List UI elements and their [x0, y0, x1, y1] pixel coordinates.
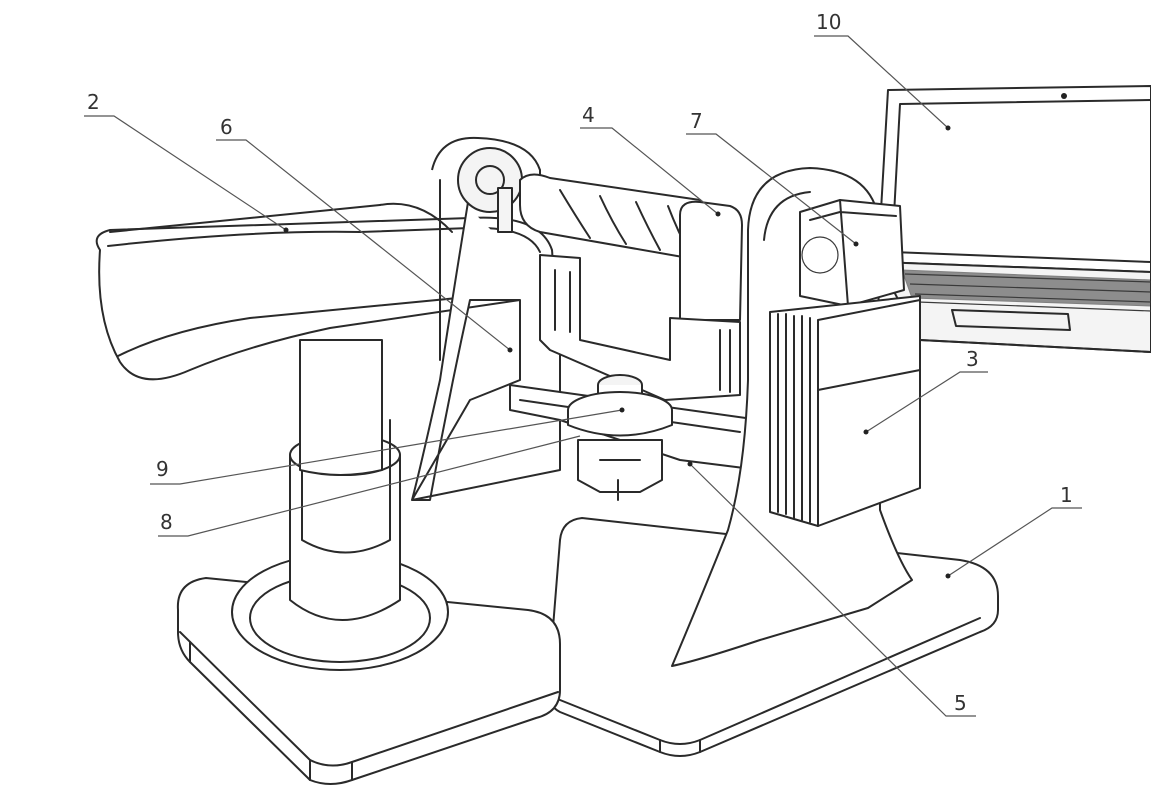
label-10: 10	[816, 10, 841, 34]
label-8: 8	[160, 510, 173, 534]
label-1: 1	[1060, 483, 1073, 507]
rest-column	[289, 339, 401, 621]
label-9: 9	[156, 457, 169, 481]
leader-dots	[283, 125, 951, 579]
lower-motor	[577, 439, 663, 501]
laptop	[877, 85, 1151, 353]
control-box	[769, 295, 921, 527]
label-4: 4	[582, 103, 595, 127]
label-5: 5	[954, 691, 967, 715]
label-3: 3	[966, 347, 979, 371]
leader-lines	[84, 35, 1082, 717]
label-6: 6	[220, 115, 233, 139]
label-7: 7	[690, 109, 703, 133]
label-2: 2	[87, 90, 100, 114]
handle-frame	[539, 200, 743, 401]
motor	[799, 199, 905, 307]
